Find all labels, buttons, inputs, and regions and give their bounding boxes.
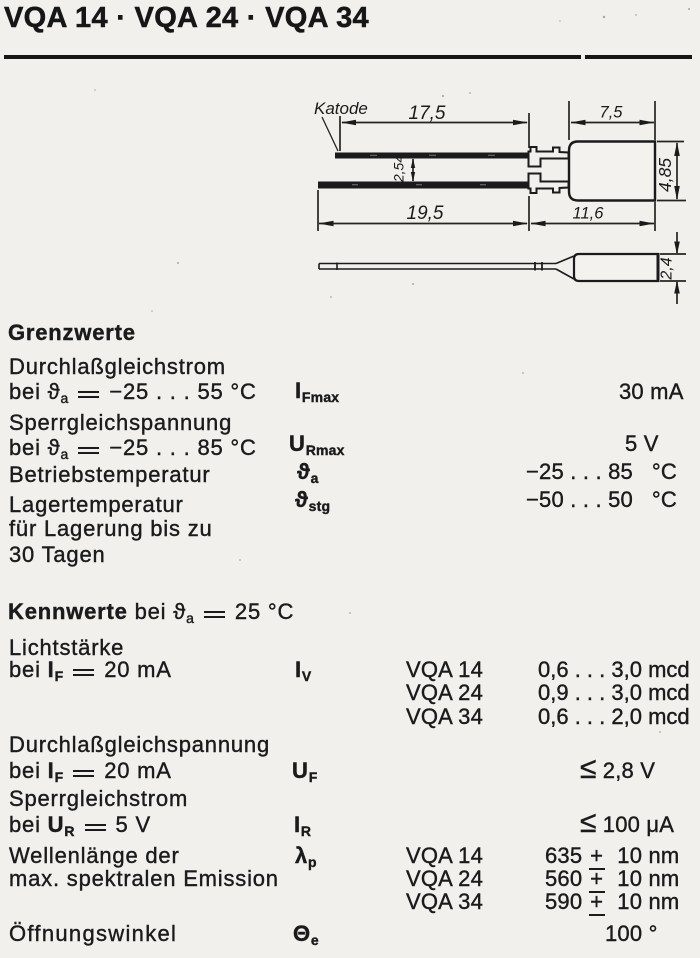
svg-text:19,5: 19,5 [407,203,444,224]
svg-text:11,6: 11,6 [573,205,605,223]
svg-text:2,54: 2,54 [391,155,407,183]
svg-text:4,85: 4,85 [655,158,675,192]
svg-text:2,4: 2,4 [659,257,676,280]
svg-text:17,5: 17,5 [409,103,446,124]
svg-text:7,5: 7,5 [600,104,624,122]
svg-text:Katode: Katode [314,99,368,118]
